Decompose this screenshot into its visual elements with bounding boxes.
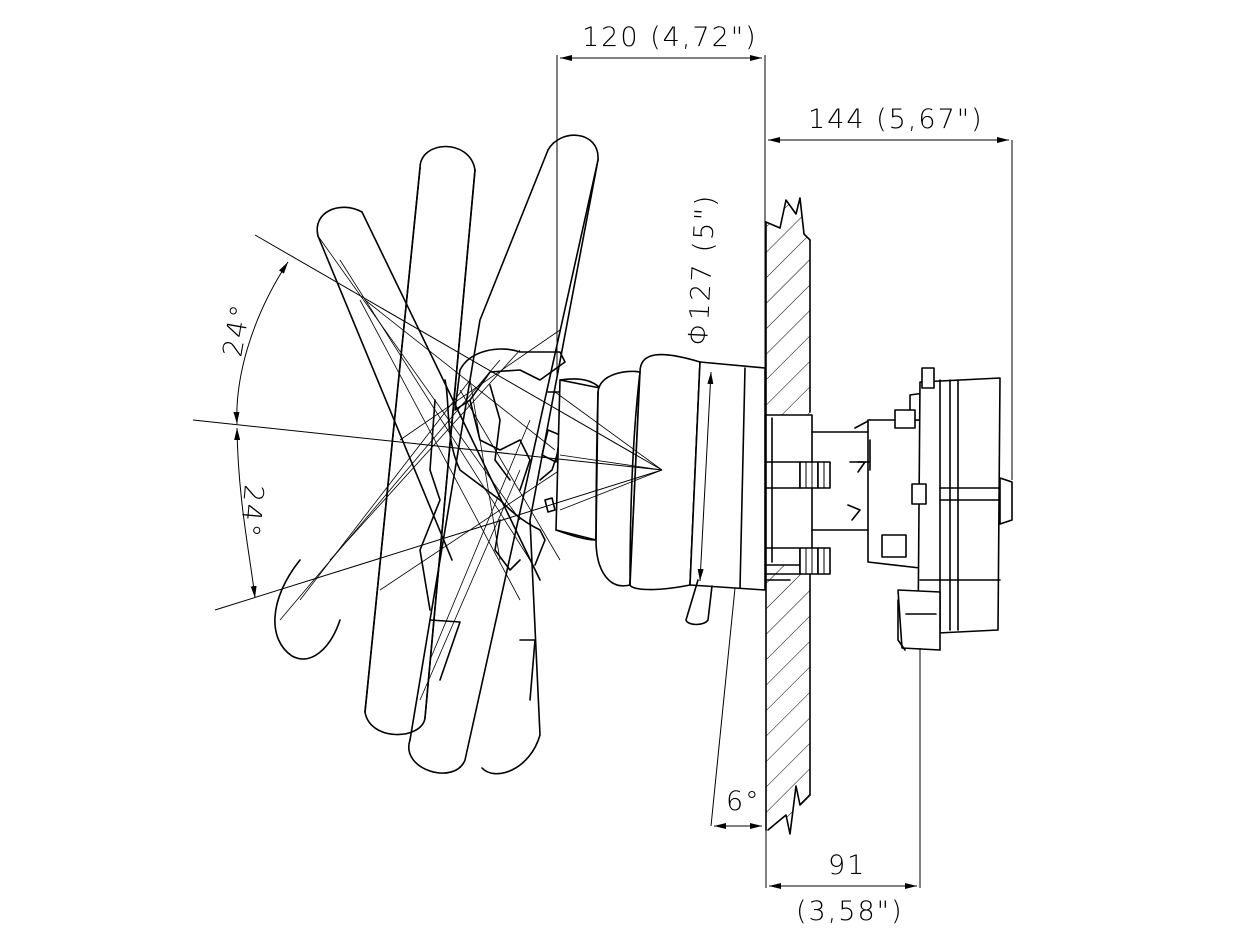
dimension-offset-right: 144 (5,67")	[768, 104, 1013, 480]
wheel-construction-lines	[279, 235, 561, 701]
dimension-width-top: 120 (4,72")	[556, 22, 766, 380]
wheel-straight	[364, 145, 476, 736]
tilt-angle-label: 6°	[726, 786, 761, 817]
dimension-depth: 91 (3,58")	[769, 648, 921, 927]
helm-column	[554, 353, 766, 626]
angle-upper-label: 24°	[217, 301, 257, 359]
mounting-shaft	[765, 414, 871, 581]
wheel-tilted-down	[408, 134, 599, 775]
width-top-label: 120 (4,72")	[582, 22, 758, 53]
offset-right-label: 144 (5,67")	[808, 104, 984, 135]
diameter-label: Φ127 (5")	[683, 193, 722, 346]
depth-inch-label: (3,58")	[796, 896, 904, 927]
helm-mechanism-box	[857, 367, 1013, 651]
depth-value-label: 91	[828, 850, 866, 881]
dimension-tilt-angle: 6°	[710, 587, 767, 888]
wheel-hub	[419, 348, 579, 701]
bulkhead-wall	[765, 197, 814, 835]
wheel-tilted-up	[274, 206, 541, 660]
angle-lower-label: 24°	[233, 483, 269, 539]
